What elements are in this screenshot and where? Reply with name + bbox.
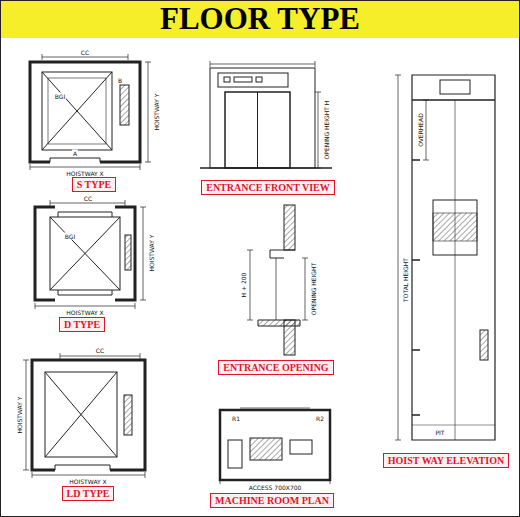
drawing-label: CC: [95, 347, 105, 354]
machine-room-plan: [220, 408, 330, 484]
view-label-box: MACHINE ROOM PLAN: [210, 493, 334, 508]
view-label: D TYPE: [64, 319, 100, 330]
drawing-label: A: [72, 150, 78, 157]
drawing-label: HOISTWAY X: [65, 170, 104, 177]
view-label: S TYPE: [77, 179, 112, 190]
view-label: HOIST WAY ELEVATION: [388, 455, 504, 466]
drawing-label: TOTAL HEIGHT: [402, 257, 409, 303]
view-label-box: ENTRANCE OPENING: [218, 360, 333, 375]
drawing-label: H + 200: [240, 272, 247, 299]
drawing-label: R2: [315, 415, 325, 422]
drawing-label: CC: [83, 195, 93, 202]
view-label: ENTRANCE FRONT VIEW: [206, 182, 330, 193]
view-label-box: ENTRANCE FRONT VIEW: [201, 180, 335, 195]
drawing-label: R1: [231, 415, 241, 422]
view-label: LD TYPE: [67, 488, 110, 499]
drawing-label: OPENING HEIGHT: [310, 262, 317, 316]
page-title: FLOOR TYPE: [0, 0, 520, 38]
view-label-box: S TYPE: [72, 177, 117, 192]
drawing-label: HOISTWAY Y: [148, 234, 155, 273]
view-label: MACHINE ROOM PLAN: [215, 495, 329, 506]
drawing-label: CC: [80, 49, 90, 56]
s-type-plan: [30, 54, 151, 170]
view-label-box: LD TYPE: [62, 486, 115, 501]
drawing-label: BGI: [54, 93, 66, 100]
d-type-plan: [35, 200, 146, 309]
drawing-label: OVERHEAD: [417, 112, 424, 148]
view-label-box: D TYPE: [59, 317, 105, 332]
entrance-front-view: [200, 61, 332, 168]
drawing-label: B: [117, 77, 123, 84]
drawing-label: HOISTWAY X: [68, 478, 107, 485]
view-label-box: HOIST WAY ELEVATION: [383, 453, 509, 468]
hoistway-elevation: [395, 75, 495, 440]
drawing-label: ACCESS 700X700: [248, 484, 303, 491]
drawing-label: HOISTWAY Y: [16, 396, 23, 435]
drawing-label: HOISTWAY Y: [153, 93, 160, 132]
drawing-label: BGI: [64, 233, 76, 240]
drawing-label: PIT: [434, 429, 445, 436]
view-label: ENTRANCE OPENING: [223, 362, 328, 373]
ld-type-plan: [23, 353, 145, 478]
entrance-section: [247, 205, 308, 355]
drawing-label: HOISTWAY X: [65, 309, 104, 316]
drawing-label: OPENING HEIGHT H: [323, 100, 330, 161]
